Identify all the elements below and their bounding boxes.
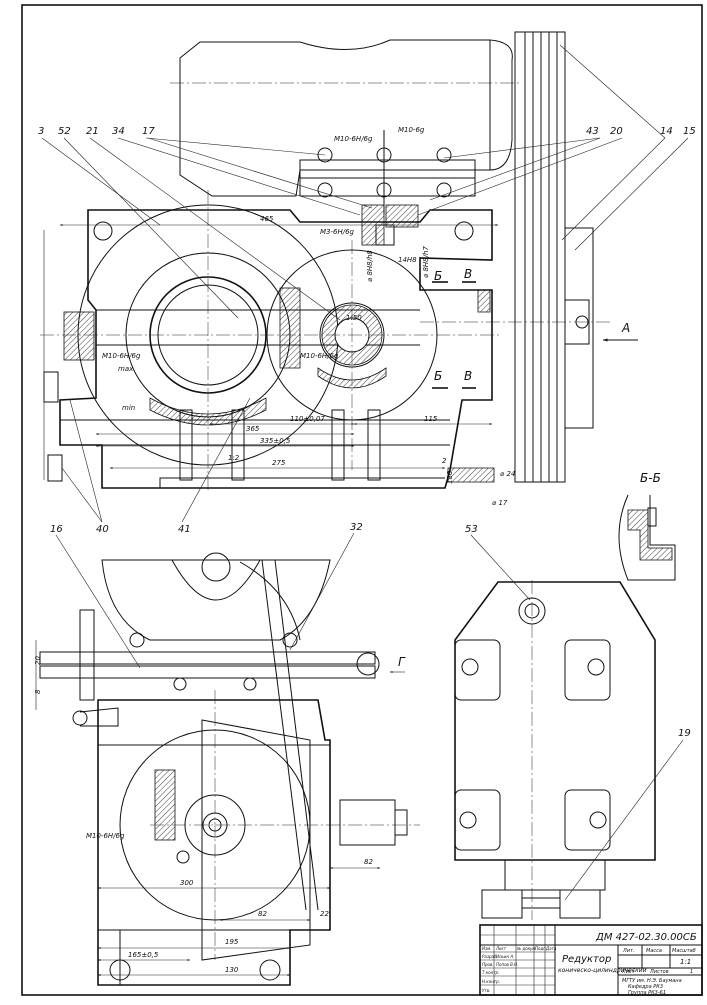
dimension-label: 130 — [225, 966, 239, 974]
position-label: 17 — [142, 126, 155, 137]
stamp-cell: Разраб. — [482, 954, 498, 959]
dimension-label: 115 — [424, 415, 438, 423]
thread-callout: M10-6H/6g — [86, 832, 125, 840]
dimension-label: 2 — [442, 457, 447, 465]
dimension-label: 22 — [320, 910, 329, 918]
dimension-label: 110±0,07 — [290, 415, 325, 423]
fit-callout: 1:50 — [346, 314, 362, 322]
thread-callout: M10-6H/6g — [334, 135, 373, 143]
stamp-cell: Дата — [545, 946, 557, 951]
oil-level-indicator — [63, 311, 95, 361]
section-title: Б-Б — [640, 471, 661, 485]
stamp-cell: Пров. — [482, 962, 494, 967]
dimension-label: 335±0,5 — [260, 437, 291, 445]
front-view — [35, 532, 420, 986]
motor-body — [179, 39, 491, 197]
thread-callout: M10-6g — [398, 126, 425, 134]
position-label: 53 — [465, 524, 478, 535]
dimension-label: 275 — [272, 459, 286, 467]
position-label: 32 — [350, 522, 363, 533]
title-cell: Масса — [646, 948, 662, 954]
fit-callout: ⌀ 8H8/h8 — [366, 250, 374, 282]
position-label: 52 — [58, 126, 71, 137]
level-mark: min — [122, 404, 135, 412]
position-label: 20 — [610, 126, 623, 137]
dimension-label: 20 — [34, 656, 42, 665]
organization: МГТУ им. Н.Э. Баумана — [622, 978, 682, 984]
side-bolt — [454, 639, 611, 851]
thread-callout: M10-6H/6g — [102, 352, 141, 360]
thread-callout: M3-6H/6g — [320, 228, 355, 236]
organization: Группа РК3-61 — [628, 990, 666, 996]
dimension-label: 180 — [446, 470, 454, 484]
position-label: 21 — [86, 126, 99, 137]
dimension-label: 300 — [180, 879, 194, 887]
stamp-cell: Н.контр. — [482, 979, 500, 984]
dimension-label: ⌀ 17 — [492, 499, 508, 507]
dimension-label: 165±0,5 — [128, 951, 159, 959]
dimension-label: 8 — [34, 689, 42, 694]
title-cell: Лит. — [622, 948, 635, 954]
top-view — [40, 31, 638, 490]
stamp-cell: Изм. — [482, 946, 491, 951]
position-label: 34 — [112, 126, 125, 137]
bearing-cap-bolt — [279, 287, 301, 369]
stamp-cell: Т.контр. — [482, 970, 499, 975]
dimension-label: ⌀ 24 — [500, 470, 515, 478]
scale-value: 1:1 — [680, 958, 691, 966]
motor-plate-side — [454, 581, 656, 861]
title-cell: Лист — [621, 969, 636, 975]
position-label: 41 — [178, 524, 191, 535]
position-label: 14 — [660, 126, 673, 137]
section-label: Б — [434, 269, 442, 283]
drawing-name-subtitle: коническо-цилиндрический — [558, 967, 647, 974]
view-label: А — [621, 321, 630, 335]
fit-callout: 14H8 — [398, 256, 417, 264]
stamp-cell: № докум. — [516, 946, 537, 951]
drawing-designation: ДМ 427-02.30.00СБ — [595, 932, 697, 943]
dimension-label: 82 — [258, 910, 267, 918]
motor-end-view — [101, 559, 331, 641]
fit-callout: ⌀ 8H8/h7 — [422, 246, 430, 278]
sheets-total: 1 — [690, 969, 693, 975]
title-cell: Листов — [649, 969, 669, 975]
stamp-cell: Подп. — [535, 946, 547, 951]
dimension-label: 82 — [364, 858, 373, 866]
sheet-frame — [21, 4, 703, 996]
position-label: 3 — [38, 126, 44, 137]
view-label: Г — [398, 655, 406, 669]
stamp-cell: Лист — [495, 946, 507, 951]
leader-lines-top — [41, 44, 689, 523]
gearbox-housing — [59, 209, 493, 489]
position-label: 15 — [683, 126, 696, 137]
position-label: 16 — [50, 524, 63, 535]
dimension-label: 195 — [225, 938, 239, 946]
thread-callout: M10-6H/6g — [300, 352, 339, 360]
position-label: 40 — [96, 524, 109, 535]
dimension-label: 1:2 — [228, 454, 240, 462]
title-block — [479, 924, 703, 996]
title-cell: Масштаб — [672, 948, 696, 954]
stamp-name: Попов В.Н. — [496, 962, 518, 967]
dimension-label: 365 — [246, 425, 260, 433]
input-shaft — [339, 799, 396, 846]
stamp-name: Ильин А. — [496, 954, 514, 959]
side-view — [454, 534, 684, 920]
section-label: В — [464, 267, 472, 281]
dimension-label: 465 — [260, 215, 274, 223]
section-label: В — [464, 369, 472, 383]
position-label: 43 — [586, 126, 599, 137]
stamp-cell: Утв. — [482, 988, 490, 993]
level-mark: max — [118, 365, 134, 373]
section-label: Б — [434, 369, 442, 383]
position-label: 19 — [678, 728, 691, 739]
gearbox-front-housing — [97, 699, 331, 986]
cover-bolt-section — [154, 769, 176, 841]
section-bb-view — [618, 494, 676, 581]
drawing-name: Редуктор — [562, 954, 611, 965]
organization: Кафедра РК3 — [628, 984, 663, 990]
